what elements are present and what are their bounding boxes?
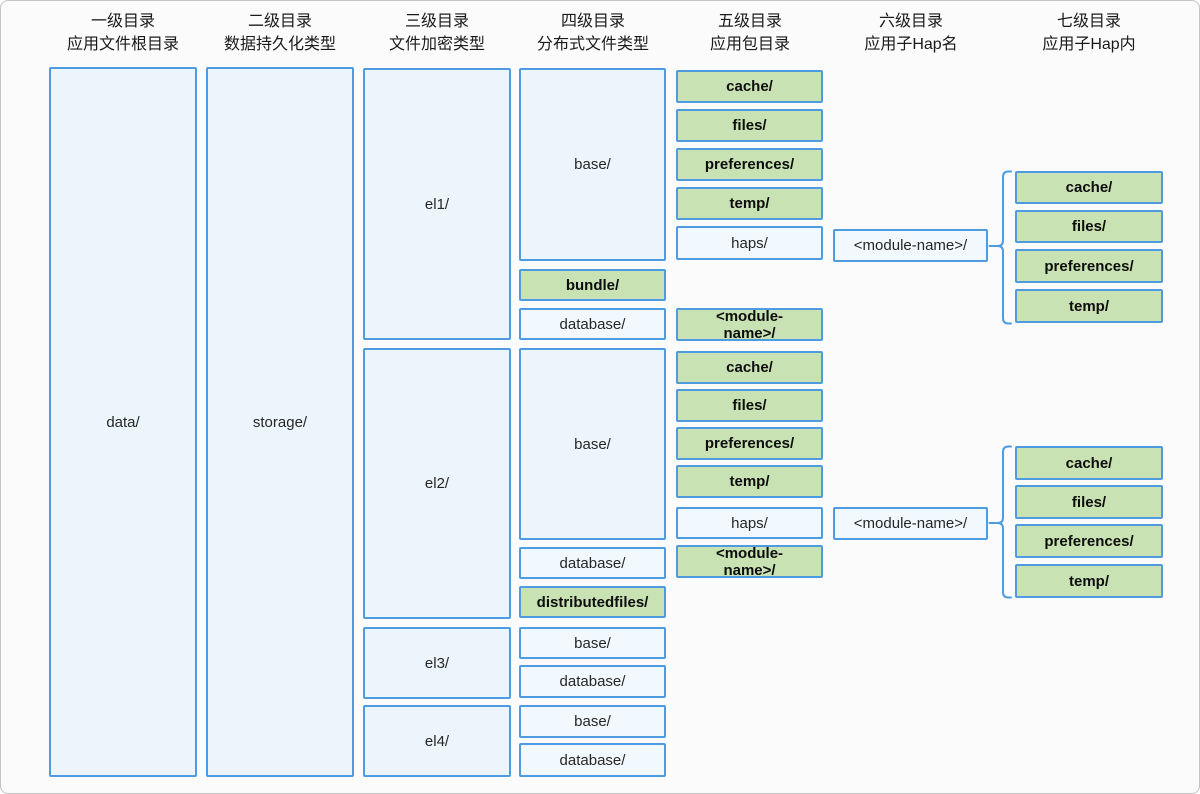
node-el3-database: database/ bbox=[519, 665, 666, 698]
node-el1-files: files/ bbox=[676, 109, 823, 142]
node-el3: el3/ bbox=[363, 627, 511, 699]
node-el4: el4/ bbox=[363, 705, 511, 777]
node-el2-base: base/ bbox=[519, 348, 666, 540]
header-line1: 四级目录 bbox=[560, 13, 625, 30]
node-el1-database: database/ bbox=[519, 308, 666, 340]
header-line1: 七级目录 bbox=[1056, 13, 1121, 30]
node-hap1-temp: temp/ bbox=[1015, 289, 1163, 323]
column-header-level1: 一级目录 应用文件根目录 bbox=[43, 10, 203, 56]
node-el2-database: database/ bbox=[519, 547, 666, 579]
node-hap2-files: files/ bbox=[1015, 485, 1163, 519]
node-hap1-cache: cache/ bbox=[1015, 171, 1163, 204]
node-el1-base: base/ bbox=[519, 68, 666, 261]
node-el1-haps: haps/ bbox=[676, 226, 823, 260]
node-el1-bundle: bundle/ bbox=[519, 269, 666, 301]
header-line2: 文件加密类型 bbox=[388, 36, 485, 53]
header-line1: 六级目录 bbox=[878, 13, 943, 30]
column-header-level3: 三级目录 文件加密类型 bbox=[357, 10, 517, 56]
node-hap2-temp: temp/ bbox=[1015, 564, 1163, 598]
header-line2: 应用文件根目录 bbox=[66, 36, 179, 53]
node-hap1-module-name: <module-name>/ bbox=[833, 229, 988, 262]
column-header-level7: 七级目录 应用子Hap内 bbox=[1009, 10, 1169, 56]
node-el1-cache: cache/ bbox=[676, 70, 823, 103]
node-storage: storage/ bbox=[206, 67, 354, 777]
header-line2: 数据持久化类型 bbox=[223, 36, 336, 53]
header-line1: 二级目录 bbox=[247, 13, 312, 30]
column-header-level4: 四级目录 分布式文件类型 bbox=[513, 10, 673, 56]
header-line1: 一级目录 bbox=[90, 13, 155, 30]
node-el4-database: database/ bbox=[519, 743, 666, 777]
node-hap1-files: files/ bbox=[1015, 210, 1163, 243]
header-line1: 三级目录 bbox=[404, 13, 469, 30]
column-header-level6: 六级目录 应用子Hap名 bbox=[831, 10, 991, 56]
node-el2-module-name: <module-name>/ bbox=[676, 544, 823, 579]
node-el1: el1/ bbox=[363, 68, 511, 340]
node-data-root: data/ bbox=[49, 67, 197, 777]
node-hap1-preferences: preferences/ bbox=[1015, 249, 1163, 283]
node-el2-cache: cache/ bbox=[676, 351, 823, 384]
node-el2-distributedfiles: distributedfiles/ bbox=[519, 586, 666, 618]
node-hap2-preferences: preferences/ bbox=[1015, 524, 1163, 558]
column-header-level5: 五级目录 应用包目录 bbox=[670, 10, 830, 56]
header-line2: 应用包目录 bbox=[709, 36, 790, 53]
node-el1-module-name: <module-name>/ bbox=[676, 307, 823, 342]
node-el2-preferences: preferences/ bbox=[676, 427, 823, 460]
bracket-connector-hap2 bbox=[988, 445, 1012, 599]
node-el2-haps: haps/ bbox=[676, 507, 823, 539]
node-el4-base: base/ bbox=[519, 705, 666, 738]
node-el2: el2/ bbox=[363, 348, 511, 619]
node-el3-base: base/ bbox=[519, 627, 666, 659]
node-hap2-cache: cache/ bbox=[1015, 446, 1163, 480]
node-el1-preferences: preferences/ bbox=[676, 148, 823, 181]
node-el2-files: files/ bbox=[676, 389, 823, 422]
node-el1-temp: temp/ bbox=[676, 187, 823, 220]
node-el2-temp: temp/ bbox=[676, 465, 823, 498]
node-hap2-module-name: <module-name>/ bbox=[833, 507, 988, 540]
header-line1: 五级目录 bbox=[717, 13, 782, 30]
column-header-level2: 二级目录 数据持久化类型 bbox=[200, 10, 360, 56]
bracket-connector-hap1 bbox=[988, 170, 1012, 325]
module-name-label: <module-name>/ bbox=[715, 307, 784, 342]
header-line2: 应用子Hap名 bbox=[864, 36, 958, 53]
header-line2: 分布式文件类型 bbox=[536, 36, 649, 53]
header-line2: 应用子Hap内 bbox=[1042, 36, 1136, 53]
module-name-label: <module-name>/ bbox=[715, 544, 784, 579]
